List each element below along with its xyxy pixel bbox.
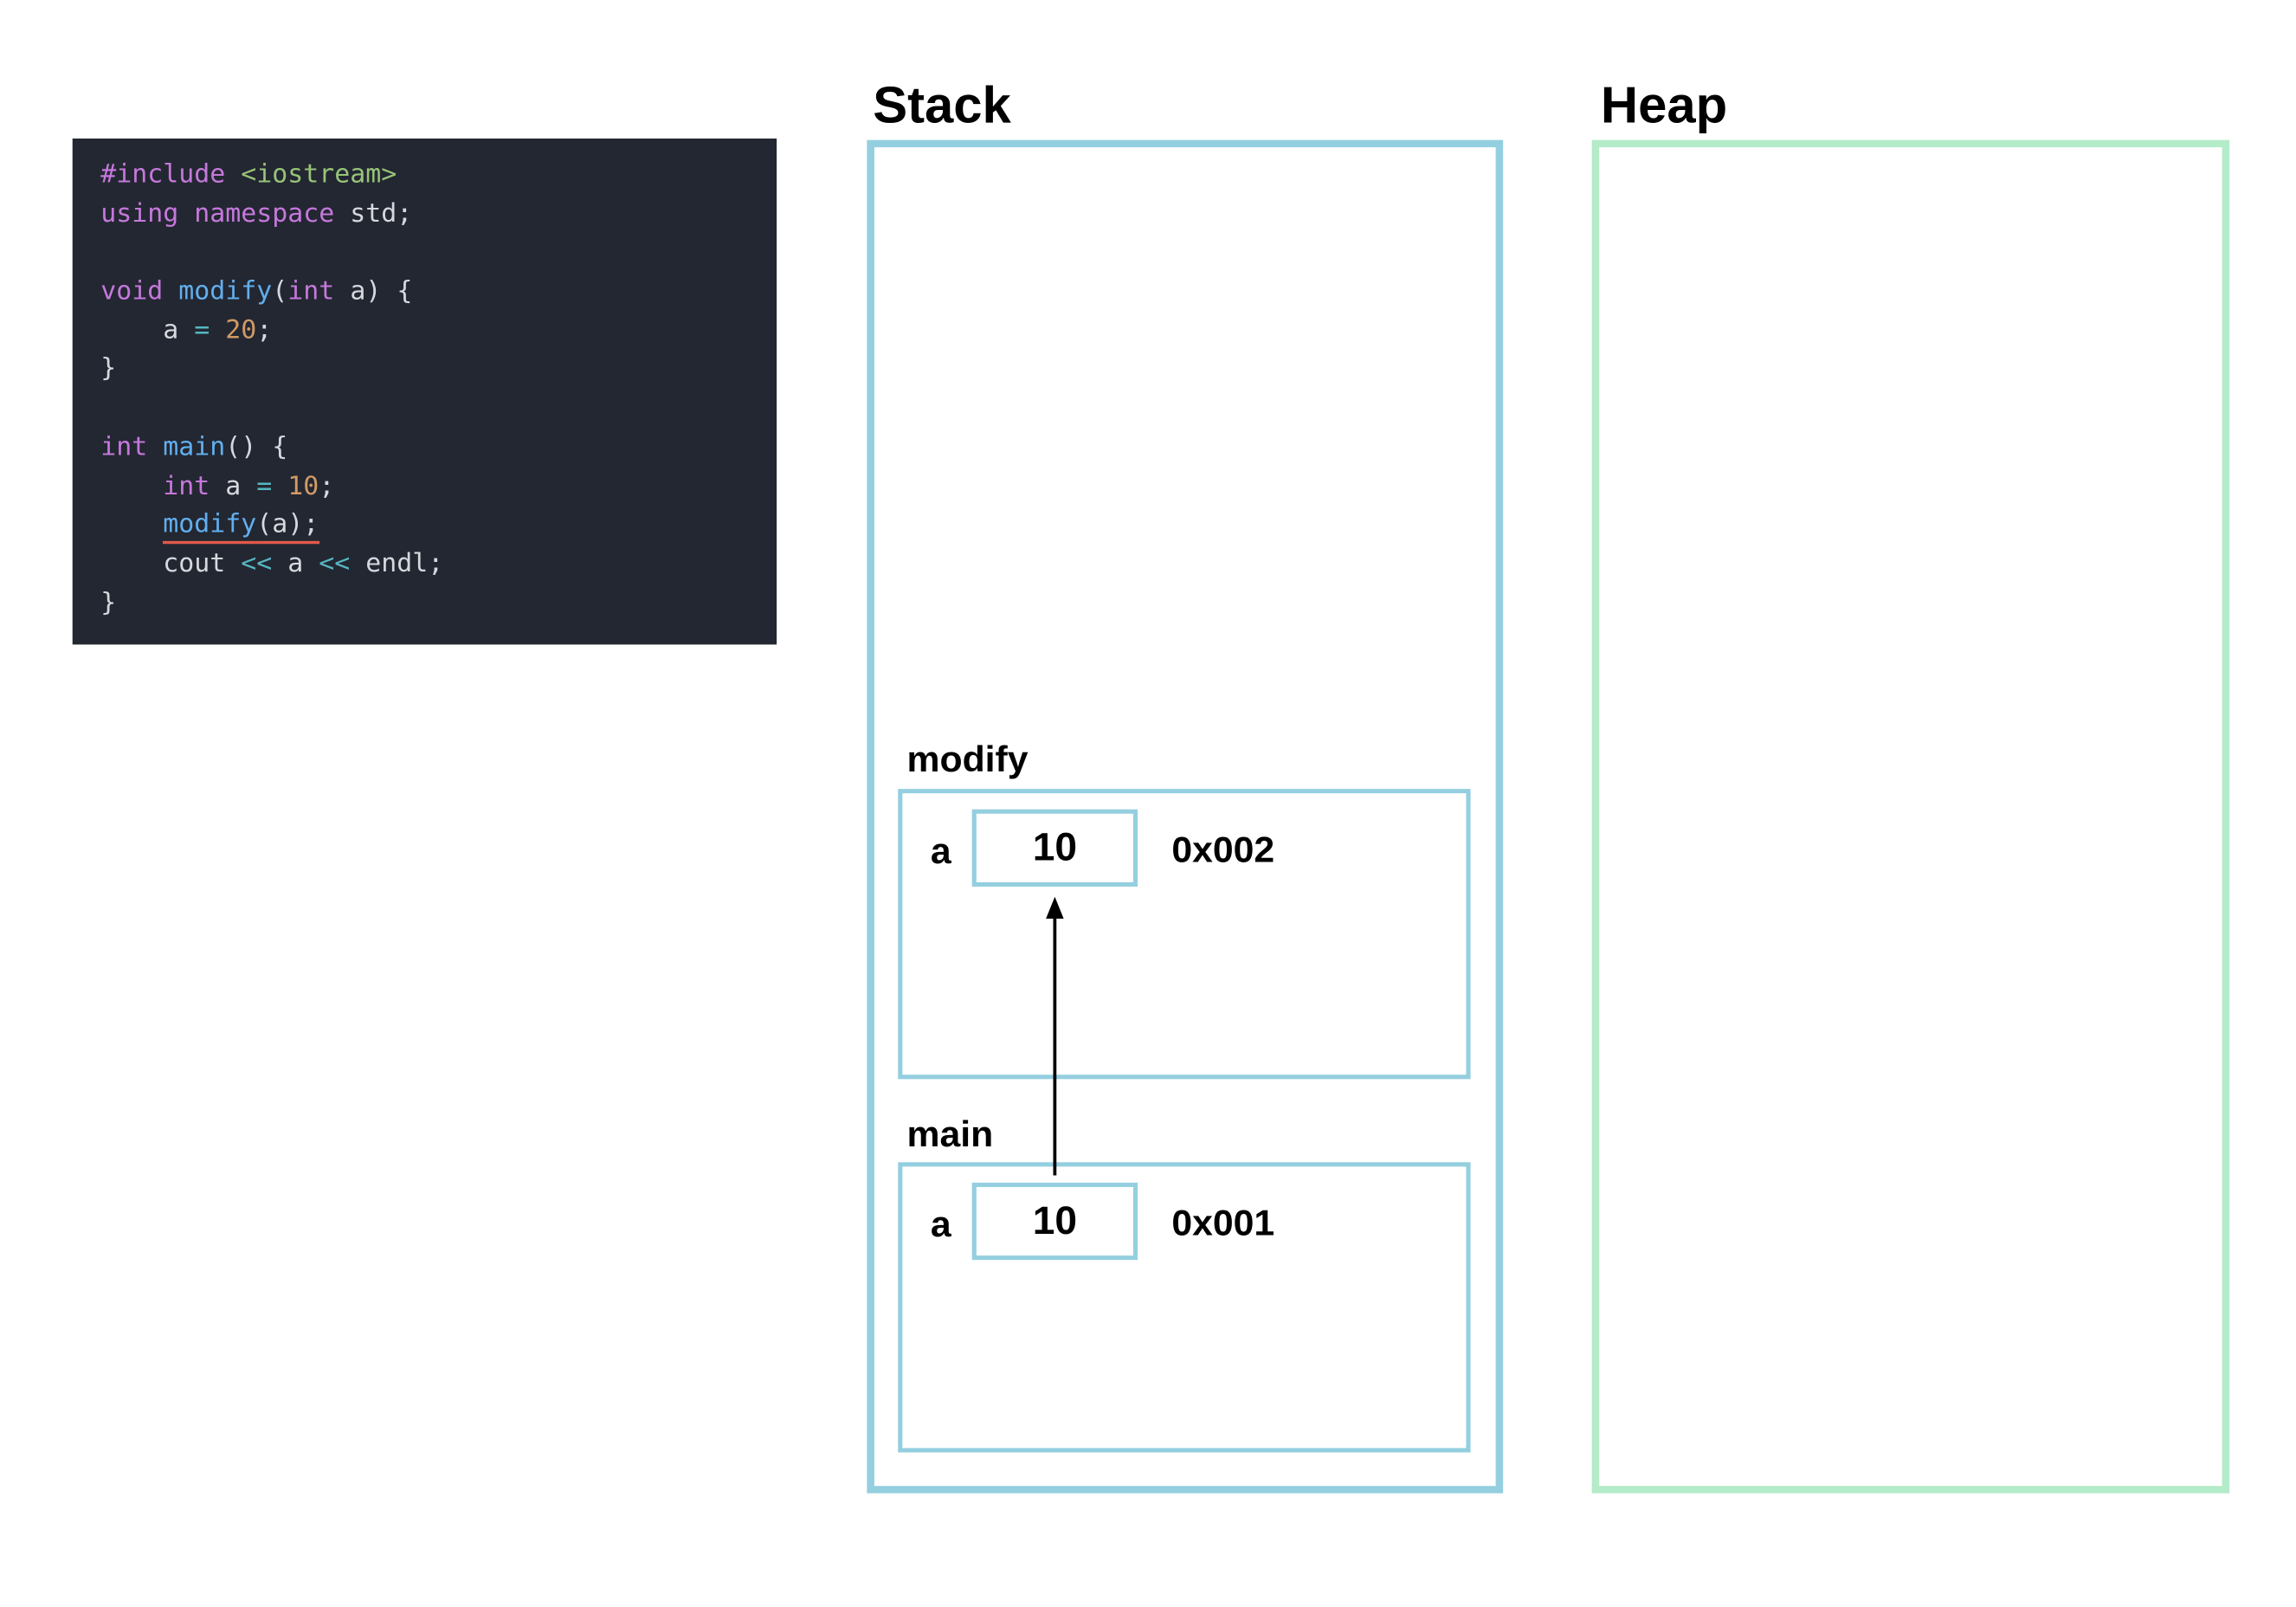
code-token: namespace [194, 199, 351, 229]
code-line: using namespace std; [100, 195, 443, 234]
stack-frame-main [898, 1162, 1471, 1453]
code-token: int [287, 277, 351, 307]
code-token: modify [163, 510, 257, 545]
code-token: a [287, 549, 319, 579]
code-token: (a); [256, 510, 319, 545]
code-token: #include [100, 160, 242, 190]
code-line: modify(a); [100, 507, 443, 545]
heap-region [1591, 139, 2230, 1494]
code-token: } [100, 588, 117, 618]
main-var-value: 10 [971, 1182, 1138, 1261]
code-token: = [194, 316, 226, 345]
code-token: 20 [225, 316, 257, 345]
code-line: a = 20; [100, 312, 443, 351]
code-token: () { [225, 432, 288, 462]
stack-title: Stack [873, 77, 1011, 134]
code-token [100, 511, 163, 540]
code-token: a [225, 471, 257, 501]
code-line: cout << a << endl; [100, 545, 443, 584]
code-line: } [100, 584, 443, 623]
code-token: = [256, 471, 288, 501]
frame-title-main: main [906, 1113, 994, 1155]
code-line: #include <iostream> [100, 156, 443, 195]
code-line [100, 234, 443, 273]
heap-title: Heap [1600, 77, 1728, 134]
code-token: endl; [365, 549, 444, 579]
code-line [100, 390, 443, 429]
code-line: } [100, 351, 443, 390]
code-token: cout [100, 549, 242, 579]
code-token: void [100, 277, 179, 307]
code-token: } [100, 354, 117, 384]
stack-frame-modify [898, 789, 1471, 1080]
modify-var-name: a [930, 830, 951, 873]
code-block: #include <iostream>using namespace std; … [100, 156, 443, 623]
code-token: <iostream> [241, 160, 397, 190]
code-panel: #include <iostream>using namespace std; … [72, 138, 777, 645]
code-token: int [163, 471, 226, 501]
modify-var-address: 0x002 [1171, 829, 1275, 871]
code-token: using [100, 199, 195, 229]
code-token: int [100, 432, 164, 462]
code-token: 10 [287, 471, 319, 501]
code-token: modify [178, 277, 273, 307]
code-token: ; [319, 471, 335, 501]
code-token: ; [256, 316, 273, 345]
stack-region [867, 139, 1504, 1494]
code-line: int main() { [100, 429, 443, 468]
code-line: int a = 10; [100, 468, 443, 507]
code-token: a) { [350, 277, 413, 307]
code-token [100, 472, 163, 501]
main-var-name: a [930, 1204, 951, 1246]
code-token: a [100, 316, 195, 345]
code-token: main [163, 432, 226, 462]
code-line: void modify(int a) { [100, 273, 443, 312]
main-var-address: 0x001 [1171, 1203, 1275, 1244]
code-token: std; [350, 199, 413, 229]
frame-title-modify: modify [906, 739, 1029, 781]
modify-var-value: 10 [971, 809, 1138, 887]
code-token: << [241, 549, 288, 579]
code-token: << [319, 549, 366, 579]
code-token: ( [272, 277, 288, 307]
